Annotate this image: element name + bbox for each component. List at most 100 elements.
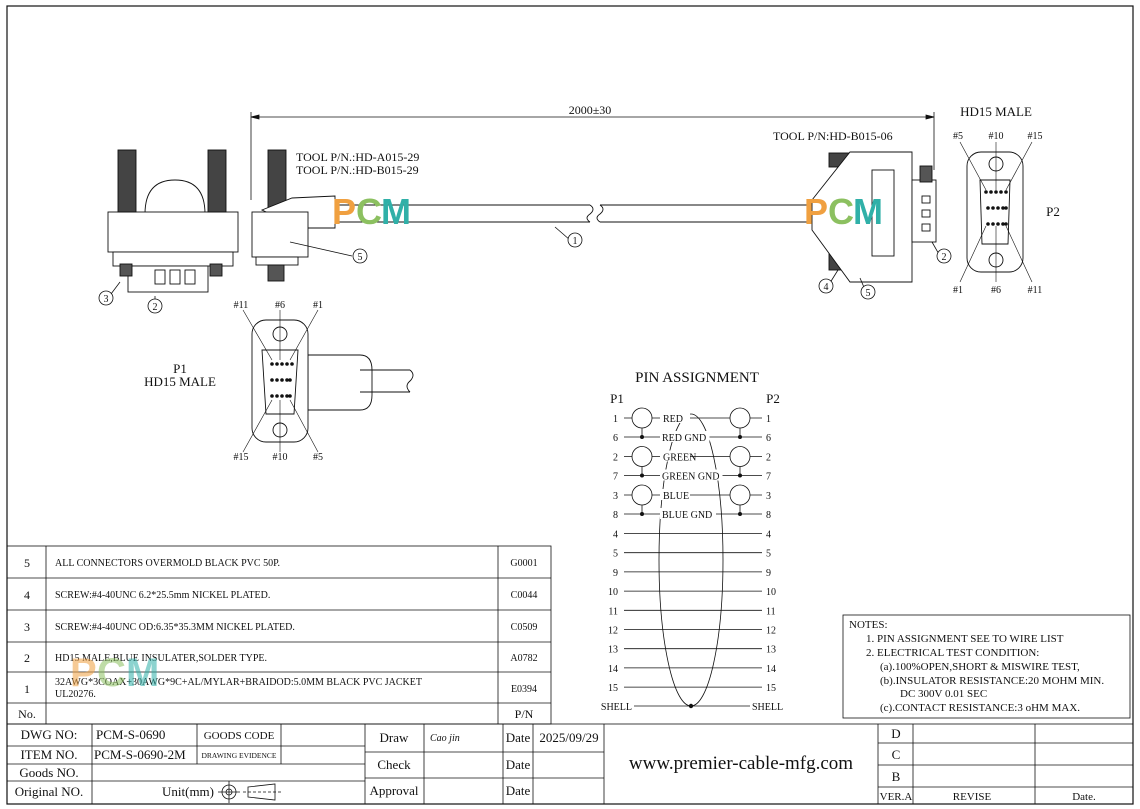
rev-d: D [891, 726, 900, 741]
p1-pin-number: 3 [613, 491, 618, 502]
p2-tool-pn: TOOL P/N:HD-B015-06 [773, 129, 893, 143]
p2-pin-top-15: #15 [1028, 131, 1043, 142]
p1-pin-number: 2 [613, 453, 618, 464]
bom-item-no: 1 [24, 682, 30, 696]
original-no-label: Original NO. [15, 784, 84, 799]
p2-pin-number: 9 [766, 568, 771, 579]
coax-shield-left [631, 446, 653, 467]
bom-part-number: C0044 [511, 590, 538, 601]
p1-pin-number: 15 [608, 683, 618, 694]
notes-title: NOTES: [849, 619, 888, 631]
note-line-2: 2. ELECTRICAL TEST CONDITION: [866, 647, 1039, 659]
bom-description: HD15 MALE,BLUE INSULATER,SOLDER TYPE. [55, 653, 267, 664]
p2-pin-top-10: #10 [989, 131, 1004, 142]
label-bg [660, 508, 716, 519]
ground-name: BLUE GND [662, 510, 712, 521]
p2-pin-bottom-11: #11 [1028, 285, 1043, 296]
bom-item-no: 2 [24, 651, 30, 665]
p1-label: P1 [173, 361, 187, 376]
p1-pin-number: 7 [613, 472, 618, 483]
draw-label: Draw [380, 730, 409, 745]
p2-pin-number: 11 [766, 606, 776, 617]
bom-part-number: A0782 [510, 653, 537, 664]
watermark-p2-p: P [804, 191, 828, 232]
p2-pin-number: 10 [766, 587, 776, 598]
note-line-1: 1. PIN ASSIGNMENT SEE TO WIRE LIST [866, 633, 1064, 645]
bom-header-no: No. [18, 707, 36, 721]
p2-pin-number: 7 [766, 472, 771, 483]
dwg-no-value: PCM-S-0690 [96, 727, 165, 742]
p2-pin-number: 15 [766, 683, 776, 694]
watermark-bom-p: P [70, 651, 97, 695]
watermark-p1: P C M [332, 191, 411, 232]
bom-item-no: 3 [24, 620, 30, 634]
p1-pin-number: 9 [613, 568, 618, 579]
pin-assignment-p2-head: P2 [766, 391, 780, 406]
bom-description: SCREW:#4-40UNC 6.2*25.5mm NICKEL PLATED. [55, 590, 270, 601]
drawer-signature: Cao jin [430, 733, 460, 744]
p2-label: P2 [1046, 204, 1060, 219]
coax-shield-left [631, 407, 653, 429]
balloon-5-p1: 5 [358, 252, 363, 263]
goods-no-label: Goods NO. [19, 765, 78, 780]
watermark-p1-m: M [381, 191, 411, 232]
note-line-5: DC 300V 0.01 SEC [900, 688, 987, 700]
p1-pin-number: 12 [608, 626, 618, 637]
notes-box [842, 614, 1131, 719]
label-bg [660, 431, 710, 442]
label-bg [660, 412, 690, 423]
bom-part-number: C0509 [511, 622, 538, 633]
bom-item-no: 5 [24, 556, 30, 570]
bom-description: SCREW:#4-40UNC OD:6.35*35.3MM NICKEL PLA… [55, 622, 295, 633]
dwg-no-label: DWG NO: [21, 727, 78, 742]
p1-pin-number: 1 [613, 414, 618, 425]
p1-pin-number: 10 [608, 587, 618, 598]
pin-assignment-title: PIN ASSIGNMENT [635, 370, 759, 386]
p1-pin-number: 4 [613, 530, 618, 541]
bom-table [6, 545, 552, 725]
balloon-4: 4 [824, 282, 829, 293]
overall-length-dimension [250, 112, 935, 200]
p2-shell-label: SHELL [752, 702, 783, 713]
p2-pin-number: 3 [766, 491, 771, 502]
item-no-label: ITEM NO. [20, 747, 77, 762]
pin-assignment-p1-head: P1 [610, 391, 624, 406]
p2-pin-number: 1 [766, 414, 771, 425]
bom-description-cont: UL20276. [55, 689, 96, 700]
approval-label: Approval [369, 783, 418, 798]
bom-description: 32AWG*3COAX+30AWG*9C+AL/MYLAR+BRAIDOD:5.… [55, 677, 422, 688]
watermark-p2: P C M [804, 191, 883, 232]
p2-title: HD15 MALE [960, 104, 1032, 119]
label-bg [660, 450, 690, 462]
p1-tool-pn-a: TOOL P/N.:HD-A015-29 [296, 150, 419, 164]
p2-pin-leaders [959, 141, 1033, 283]
date-column-label: Date. [1072, 791, 1096, 803]
junction-dot [640, 473, 644, 478]
revise-label: REVISE [953, 791, 992, 803]
p2-pin-number: 6 [766, 433, 771, 444]
note-line-3: (a).100%OPEN,SHORT & MISWIRE TEST, [880, 661, 1080, 673]
bom-part-number: G0001 [510, 558, 537, 569]
watermark-p2-m: M [853, 191, 883, 232]
signal-name: GREEN [663, 453, 696, 464]
label-bg [660, 469, 723, 481]
p1-pin-top-11: #11 [234, 300, 249, 311]
watermark-p1-c: C [356, 191, 382, 232]
item-balloons [98, 226, 952, 314]
p2-pin-number: 5 [766, 549, 771, 560]
length-dimension-label: 2000±30 [569, 103, 612, 117]
junction-dot [640, 435, 644, 439]
shell-junction-dot [688, 703, 694, 709]
p1-pin-number: 8 [613, 510, 618, 521]
p1-pin-number: 5 [613, 549, 618, 560]
coax-shield-left [631, 484, 653, 506]
bom-header-pn: P/N [515, 707, 534, 721]
balloon-2-p1: 2 [153, 302, 158, 313]
balloon-2-p2: 2 [942, 252, 947, 263]
p1-pin-top-1: #1 [313, 300, 323, 311]
balloon-5-p2: 5 [866, 288, 871, 299]
watermark-bom-c: C [97, 651, 126, 695]
item-no-value: PCM-S-0690-2M [94, 747, 186, 762]
p2-pin-number: 14 [766, 664, 776, 675]
